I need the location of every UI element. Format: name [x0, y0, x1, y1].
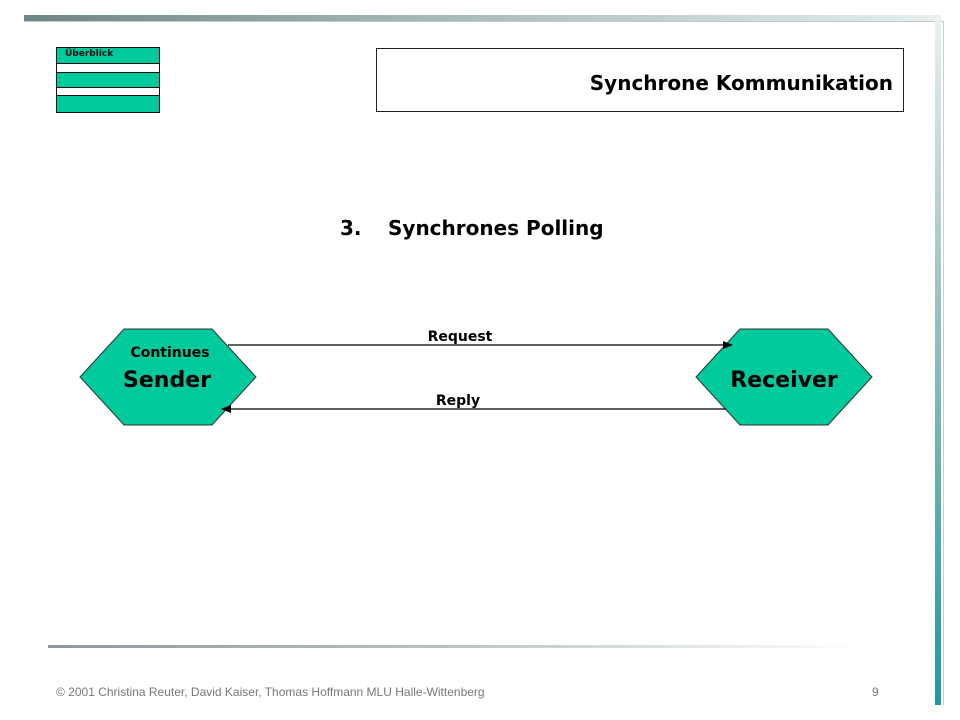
overview-navigator[interactable]: Überblick: [56, 47, 160, 113]
reply-label: Reply: [436, 393, 480, 409]
overview-row-5[interactable]: [56, 95, 160, 113]
section-number: 3.: [340, 216, 362, 240]
sender-caption: Continues: [130, 345, 209, 361]
right-decorative-bar: [935, 15, 941, 705]
sender-label: Sender: [123, 368, 211, 393]
sender-node: [79, 328, 257, 426]
footer-credits: © 2001 Christina Reuter, David Kaiser, T…: [56, 685, 485, 699]
page-number: 9: [872, 685, 879, 699]
top-divider-line: [24, 21, 944, 22]
receiver-label: Receiver: [730, 368, 838, 393]
overview-label: Überblick: [65, 49, 114, 59]
slide-title: Synchrone Kommunikation: [589, 71, 893, 95]
footer-divider: [48, 645, 860, 648]
top-decorative-bar: [24, 15, 936, 21]
title-box: Synchrone Kommunikation: [376, 48, 904, 112]
section-heading: 3. Synchrones Polling: [340, 216, 604, 240]
section-title: Synchrones Polling: [388, 216, 604, 240]
right-divider-line: [943, 22, 944, 705]
receiver-node: [695, 328, 873, 426]
request-label: Request: [428, 329, 493, 345]
